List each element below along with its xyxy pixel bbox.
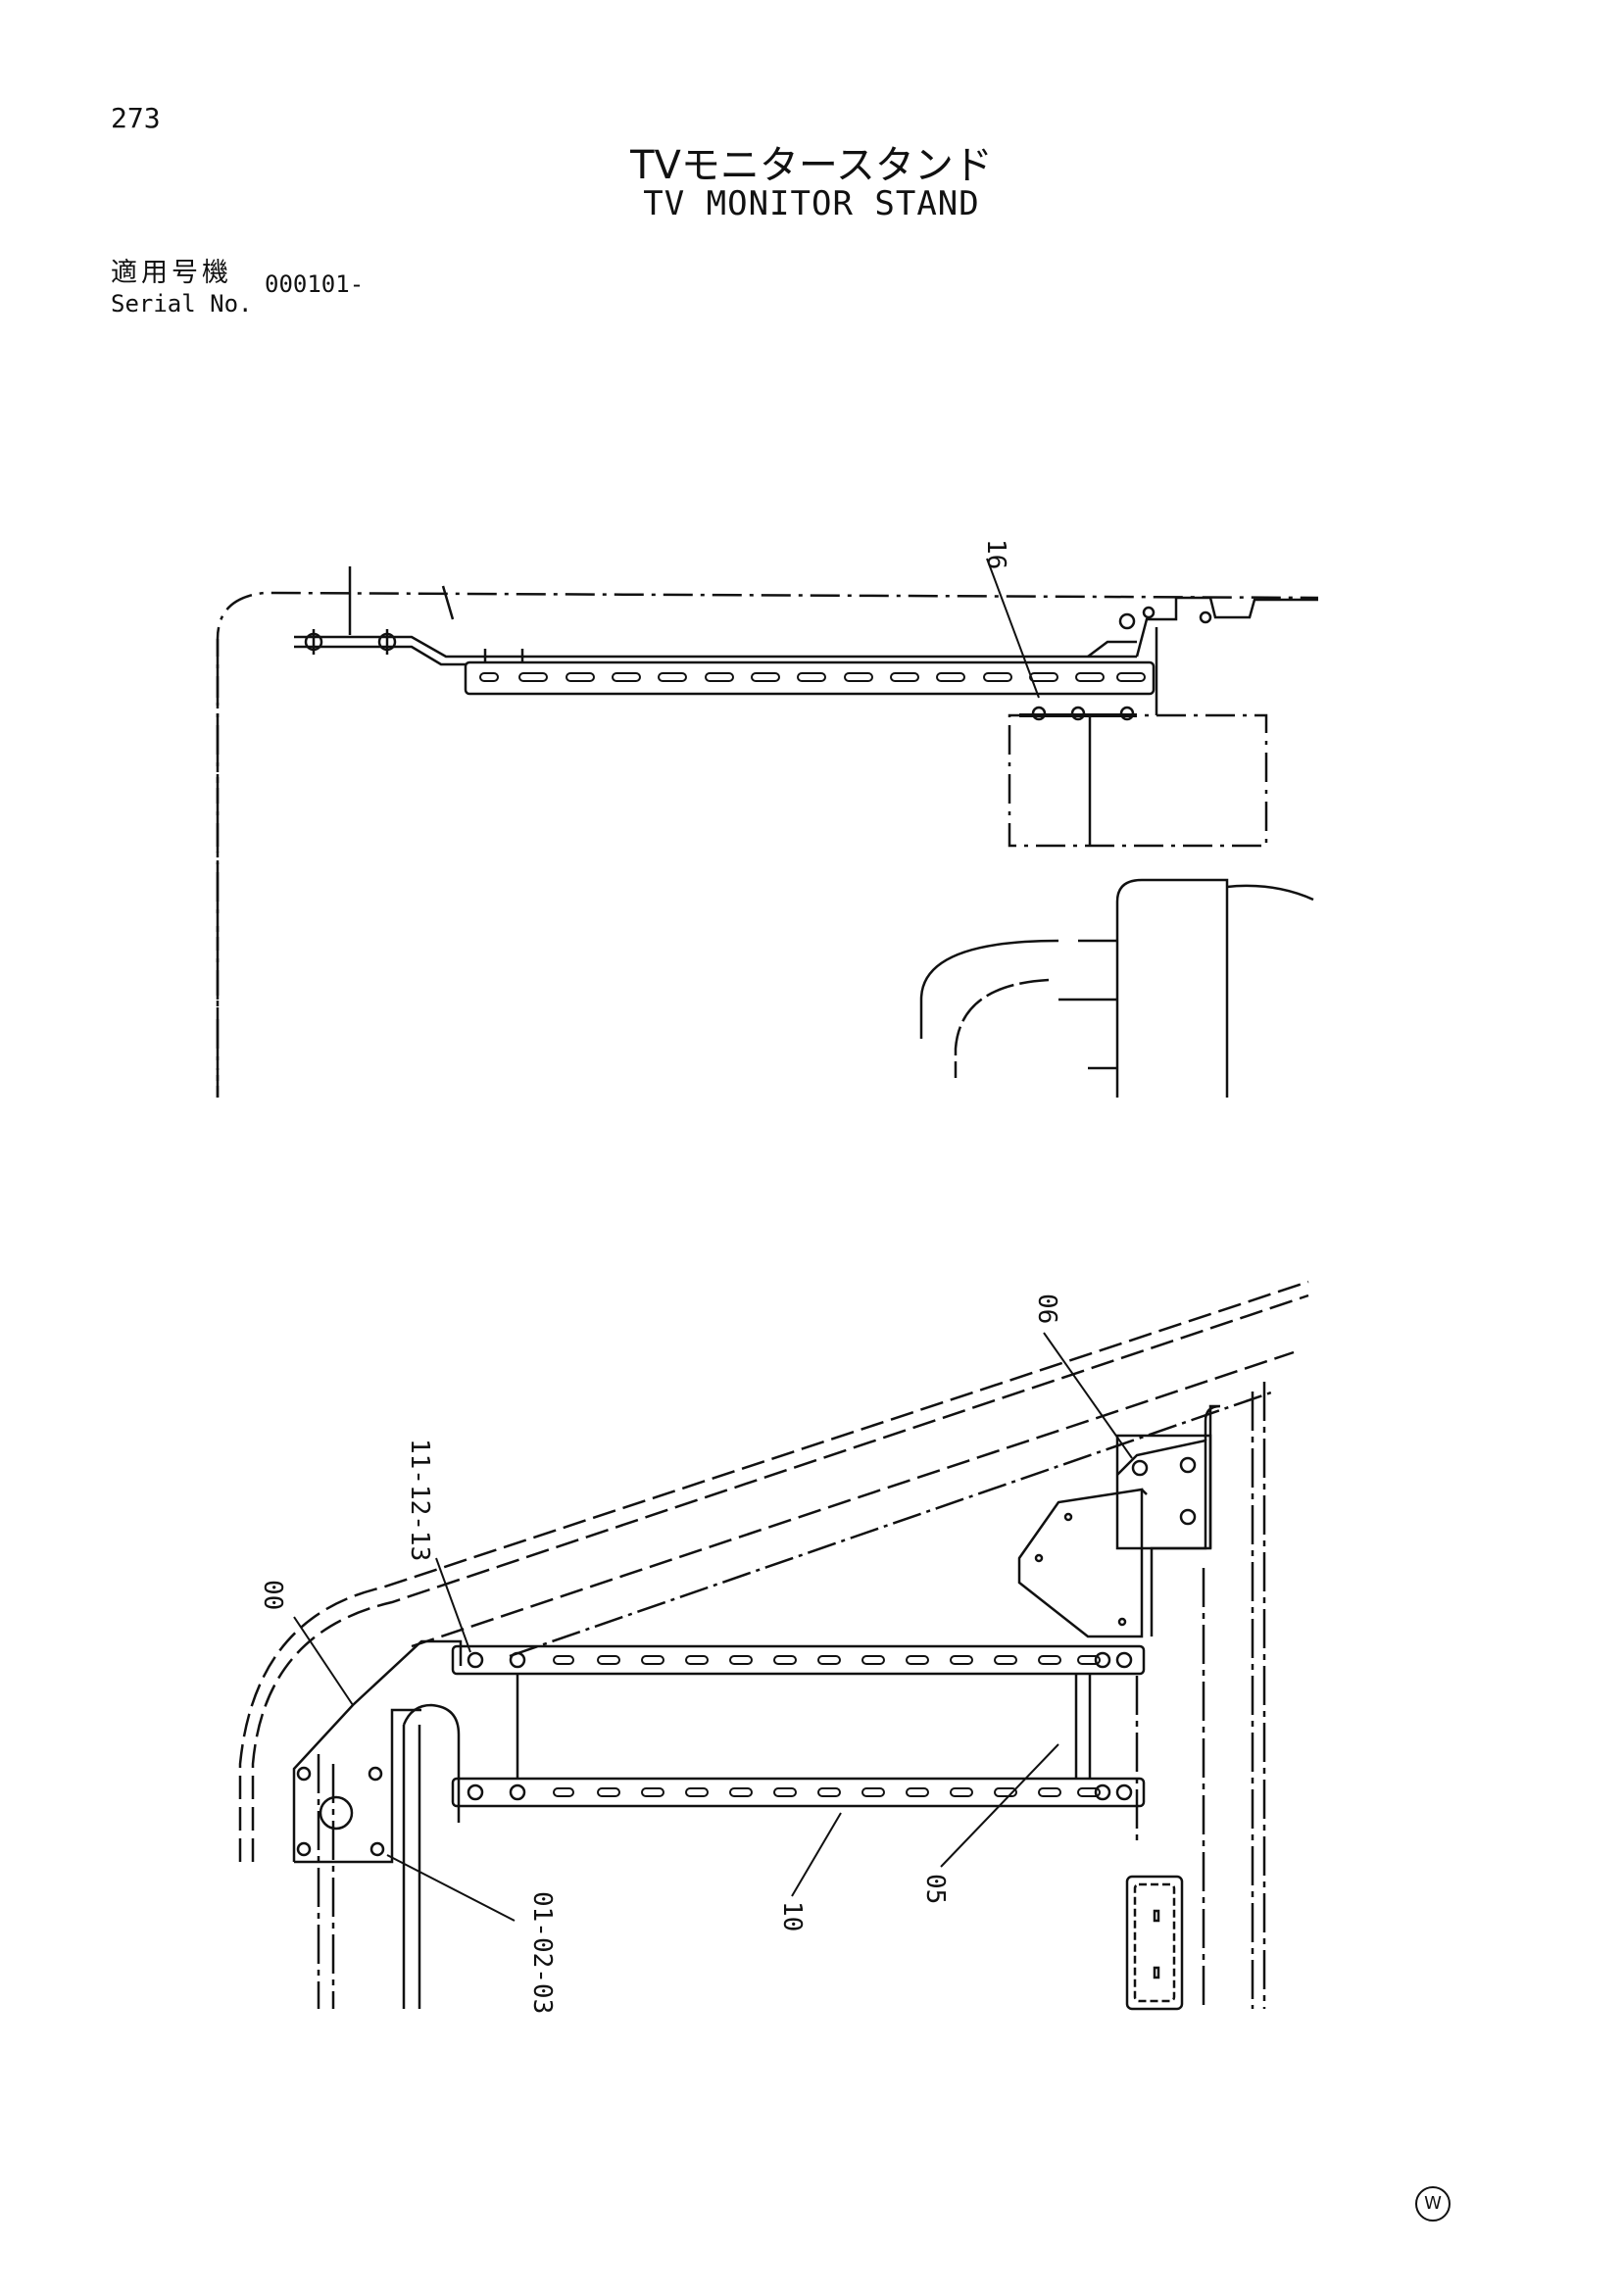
windshield-outer-2 (251, 1294, 1309, 1862)
top-view-drawing: 16 (216, 539, 1319, 1098)
lower-bar-slots (553, 1787, 1101, 1797)
callout-10-leader (791, 1812, 842, 1897)
bolt (1119, 706, 1135, 721)
publisher-mark-icon: W (1415, 2186, 1451, 2222)
monitor-outline (1008, 713, 1268, 848)
callout-16-leader (986, 558, 1040, 699)
mounting-plate-lower (294, 645, 466, 666)
bolt (467, 1783, 484, 1801)
page-title-japanese: TVモニタースタンド (630, 143, 993, 188)
callout-10: 10 (777, 1901, 807, 1931)
bracket-plate (1204, 1404, 1221, 1548)
callout-06: 06 (1032, 1294, 1061, 1324)
cable-hose (919, 939, 1059, 1039)
rivet (1063, 1512, 1073, 1522)
bolt (509, 1651, 526, 1669)
right-bracket (1135, 596, 1318, 658)
bolt (1031, 706, 1047, 721)
bolt (369, 1841, 385, 1857)
switch (1153, 1966, 1160, 1979)
callout-05-leader (940, 1743, 1059, 1868)
windshield-inner (411, 1350, 1295, 1648)
bolt (296, 1841, 312, 1857)
callout-00-leader (293, 1616, 354, 1706)
slotted-bar-upper (451, 1644, 1146, 1676)
bolt (1094, 1651, 1111, 1669)
bracket-plate-outline (1115, 1434, 1212, 1550)
control-box-cable (1226, 884, 1314, 902)
page-title-english: TV MONITOR STAND (643, 184, 980, 223)
callout-06-leader (1043, 1332, 1133, 1459)
serial-label-japanese: 適用号機 (111, 258, 232, 288)
rivet (1034, 1553, 1044, 1563)
callout-11-12-13-leader (435, 1557, 471, 1653)
windshield-outer (238, 1280, 1309, 1862)
cable-hose-dashed (954, 978, 1050, 1078)
bolt (1142, 606, 1156, 619)
upper-right-bracket (1116, 1439, 1207, 1637)
callout-01-02-03-leader (386, 1854, 516, 1922)
bolt (1179, 1508, 1197, 1526)
switch (1153, 1909, 1160, 1923)
left-bracket-plate (294, 1708, 421, 1864)
bolt (509, 1783, 526, 1801)
roof-beam-break (441, 585, 455, 620)
bolt (368, 1766, 383, 1782)
mounting-plate (294, 635, 1137, 659)
bolt (296, 1766, 312, 1782)
bolt (1115, 1783, 1133, 1801)
serial-number-value: 000101- (265, 270, 365, 298)
callout-16: 16 (981, 539, 1010, 569)
bolt (1094, 1783, 1111, 1801)
bolt (1070, 706, 1086, 721)
slotted-bar-lower (451, 1777, 1146, 1808)
page-number: 273 (111, 102, 161, 134)
bolt (1115, 1651, 1133, 1669)
bolt (1118, 612, 1136, 630)
bolt (467, 1651, 484, 1669)
callout-00: 00 (258, 1580, 287, 1610)
bolt (1179, 1456, 1197, 1474)
switch-box (1125, 1875, 1184, 2011)
upper-bar-slots (553, 1655, 1101, 1665)
callout-11-12-13: 11-12-13 (405, 1439, 434, 1561)
front-view-drawing: 06 11-12-13 00 10 05 01-02-03 (238, 1280, 1309, 2014)
slotted-bar-top (464, 660, 1156, 696)
bar-slots (479, 672, 1146, 682)
bolt (1199, 611, 1212, 624)
right-bracket-gusset (1087, 640, 1137, 658)
callout-05: 05 (920, 1874, 950, 1904)
switch-box-inner (1133, 1882, 1176, 2003)
rivet (1117, 1617, 1127, 1627)
control-box (1115, 878, 1229, 1098)
serial-label-english: Serial No. (111, 290, 253, 318)
monitor-holder-plate (1017, 1488, 1144, 1638)
plate-edge (1141, 1489, 1148, 1495)
bolt (1131, 1459, 1149, 1477)
left-frame-top (402, 1703, 461, 1823)
cab-roof-outline (216, 591, 1319, 1098)
callout-01-02-03: 01-02-03 (527, 1891, 557, 2014)
bracket-hole (319, 1795, 354, 1831)
